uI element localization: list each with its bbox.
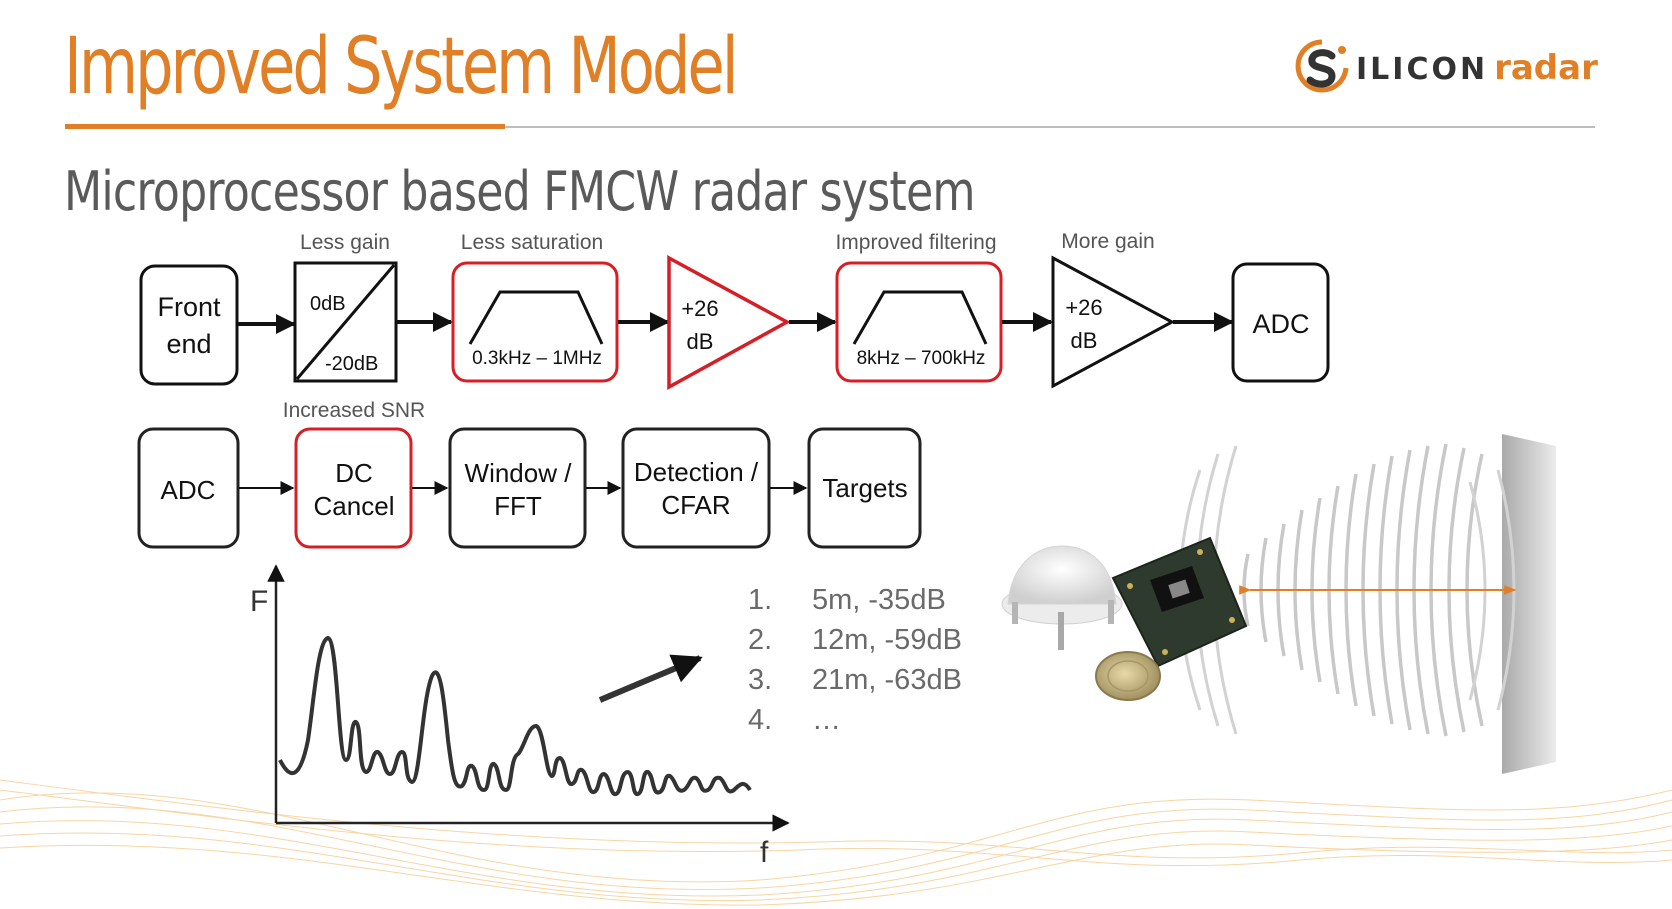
adc-label-top: ADC — [1252, 309, 1309, 339]
result-arrow — [598, 654, 703, 703]
attenuator-diagonal — [295, 264, 396, 380]
amp1-triangle — [667, 255, 791, 390]
list-item-text: 5m, -35dB — [812, 584, 946, 616]
radar-illustration — [1001, 434, 1556, 774]
filter2-caption: Improved filtering — [835, 231, 996, 254]
attenuator-bottom-label: -20dB — [325, 353, 378, 375]
dc-cancel-block — [294, 427, 413, 549]
dc-cancel-label-2: Cancel — [314, 491, 395, 521]
list-item-number: 3. — [748, 664, 773, 696]
window-fft-block — [448, 427, 587, 549]
detection-cfar-label-2: CFAR — [661, 490, 730, 520]
slide-subtitle: Microprocessor based FMCW radar system — [64, 160, 976, 223]
list-item: 1. 5m, -35dB — [748, 584, 962, 624]
amp2-caption: More gain — [1061, 230, 1154, 253]
amp2-gain: +26 — [1065, 295, 1102, 320]
dc-cancel-caption: Increased SNR — [283, 399, 425, 422]
adc-block-bottom — [137, 427, 240, 549]
slide-title: Improved System Model — [64, 22, 739, 112]
detection-cfar-label-1: Detection / — [634, 457, 759, 487]
logo-s-icon — [1295, 39, 1349, 93]
targets-list: 1. 5m, -35dB 2. 12m, -59dB 3. 21m, -63dB 4.… — [748, 584, 962, 744]
amp2-unit: dB — [1071, 328, 1098, 353]
list-item: 3. 21m, -63dB — [748, 664, 962, 704]
radar-sensor-board-icon — [1111, 536, 1248, 668]
decorative-waves — [0, 779, 1672, 906]
list-item: 2. 12m, -59dB — [748, 624, 962, 664]
targets-block — [807, 427, 922, 549]
detection-cfar-block — [621, 427, 771, 549]
filter1-bandpass-shape — [468, 290, 604, 345]
list-item-number: 4. — [748, 704, 773, 736]
amp2-triangle — [1051, 255, 1176, 389]
list-item-text: … — [812, 704, 841, 736]
amp1-gain: +26 — [681, 296, 718, 321]
attenuator-top-label: 0dB — [310, 293, 346, 315]
filter2-label: 8kHz – 700kHz — [857, 348, 986, 369]
logo-word-radar: radar — [1494, 48, 1598, 88]
logo-word-silicon: ILICON — [1356, 52, 1489, 87]
coin-icon — [1095, 651, 1161, 701]
title-underline-accent — [65, 124, 505, 129]
list-item-number: 2. — [748, 624, 773, 656]
list-item: 4. … — [748, 704, 962, 744]
front-end-block — [139, 264, 239, 386]
spectrum-plot: F f — [250, 564, 790, 869]
bottom-processing-chain: ADC Increased SNR DC Cancel Window / FFT… — [137, 399, 922, 549]
spectrum-curve — [278, 636, 752, 796]
window-fft-label-1: Window / — [465, 458, 573, 488]
targets-label: Targets — [822, 473, 907, 503]
spectrum-x-label: f — [760, 836, 769, 869]
target-wall-icon — [1502, 434, 1556, 774]
attenuator-caption: Less gain — [300, 231, 390, 254]
list-item-text: 12m, -59dB — [812, 624, 962, 656]
lens-dome-icon — [1001, 545, 1123, 650]
list-item-number: 1. — [748, 584, 773, 616]
top-signal-chain: Front end Less gain 0dB -20dB Less satur… — [139, 230, 1330, 390]
adc-block-top — [1231, 262, 1330, 383]
dc-cancel-label-1: DC — [335, 458, 373, 488]
front-end-label-1: Front — [157, 292, 221, 322]
amp1-unit: dB — [687, 329, 714, 354]
list-item-text: 21m, -63dB — [812, 664, 962, 696]
adc-label-bottom: ADC — [161, 475, 216, 505]
window-fft-label-2: FFT — [494, 491, 542, 521]
title-underline — [505, 126, 1595, 128]
filter1-caption: Less saturation — [461, 231, 603, 254]
filter2-bandpass-shape — [852, 290, 988, 345]
spectrum-y-label: F — [250, 585, 268, 618]
filter1-label: 0.3kHz – 1MHz — [472, 348, 602, 369]
front-end-label-2: end — [166, 329, 211, 359]
